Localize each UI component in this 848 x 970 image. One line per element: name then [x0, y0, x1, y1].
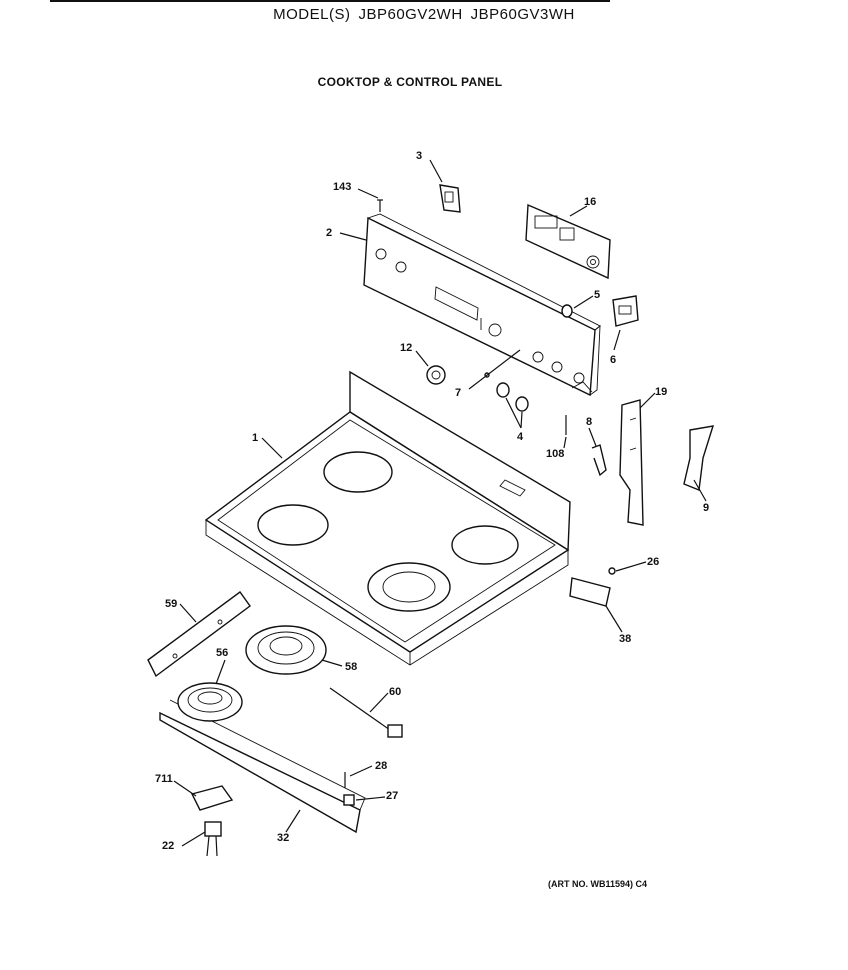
- callout-59: 59: [165, 598, 177, 610]
- side-bracket-19: [619, 399, 644, 526]
- callout-12: 12: [400, 342, 412, 354]
- cooktop-maintop: [204, 370, 571, 666]
- knob-5: [561, 304, 573, 318]
- callout-108: 108: [546, 448, 564, 460]
- callout-60: 60: [389, 686, 401, 698]
- top-rule: [50, 0, 610, 2]
- callout-32: 32: [277, 832, 289, 844]
- callout-7: 7: [455, 387, 461, 399]
- callout-16: 16: [584, 196, 596, 208]
- screw-143: [377, 199, 383, 212]
- callout-19: 19: [655, 386, 667, 398]
- clip-38: [569, 577, 611, 607]
- callout-26: 26: [647, 556, 659, 568]
- callout-143: 143: [333, 181, 351, 193]
- callout-9: 9: [703, 502, 709, 514]
- callout-labels: 3 143 2 16 5 6 12 7 4 108 8 19 9 1 26 38…: [155, 150, 709, 852]
- model-label: MODEL(S): [273, 6, 351, 23]
- callout-3: 3: [416, 150, 422, 162]
- clip-27: [343, 794, 355, 806]
- bracket-9: [683, 425, 715, 491]
- bracket-711: [190, 785, 234, 811]
- leader-lines: [173, 159, 707, 847]
- screw-26: [608, 567, 616, 575]
- knob-12: [426, 365, 446, 385]
- model-header: MODEL(S) JBP60GV2WH JBP60GV3WH: [0, 6, 848, 23]
- callout-5: 5: [594, 289, 600, 301]
- callout-1: 1: [252, 432, 258, 444]
- callout-4: 4: [517, 431, 524, 443]
- callout-22: 22: [162, 840, 174, 852]
- surface-unit-58: [245, 625, 327, 675]
- callout-58: 58: [345, 661, 357, 673]
- callout-2: 2: [326, 227, 332, 239]
- art-number: (ART NO. WB11594) C4: [548, 879, 648, 889]
- model-number-2: JBP60GV3WH: [470, 6, 575, 23]
- callout-711: 711: [155, 773, 173, 785]
- model-number-1: JBP60GV2WH: [358, 6, 463, 23]
- burner-box-32: [159, 699, 366, 834]
- surface-unit-56: [177, 682, 243, 722]
- knobs-4: [496, 382, 529, 412]
- callout-27: 27: [386, 790, 398, 802]
- control-panel-backsplash: [363, 213, 601, 397]
- callout-56: 56: [216, 647, 228, 659]
- callout-28: 28: [375, 760, 387, 772]
- callout-38: 38: [619, 633, 631, 645]
- wire-lead-60: [329, 687, 403, 738]
- callout-6: 6: [610, 354, 616, 366]
- callout-8: 8: [586, 416, 592, 428]
- clock-timer-16: [525, 203, 611, 280]
- switch-6: [612, 295, 639, 327]
- support-bracket-59: [147, 591, 251, 678]
- receptacle-22: [204, 821, 222, 857]
- section-title: COOKTOP & CONTROL PANEL: [317, 75, 503, 89]
- bracket-8: [591, 444, 607, 477]
- switch-3: [439, 184, 461, 213]
